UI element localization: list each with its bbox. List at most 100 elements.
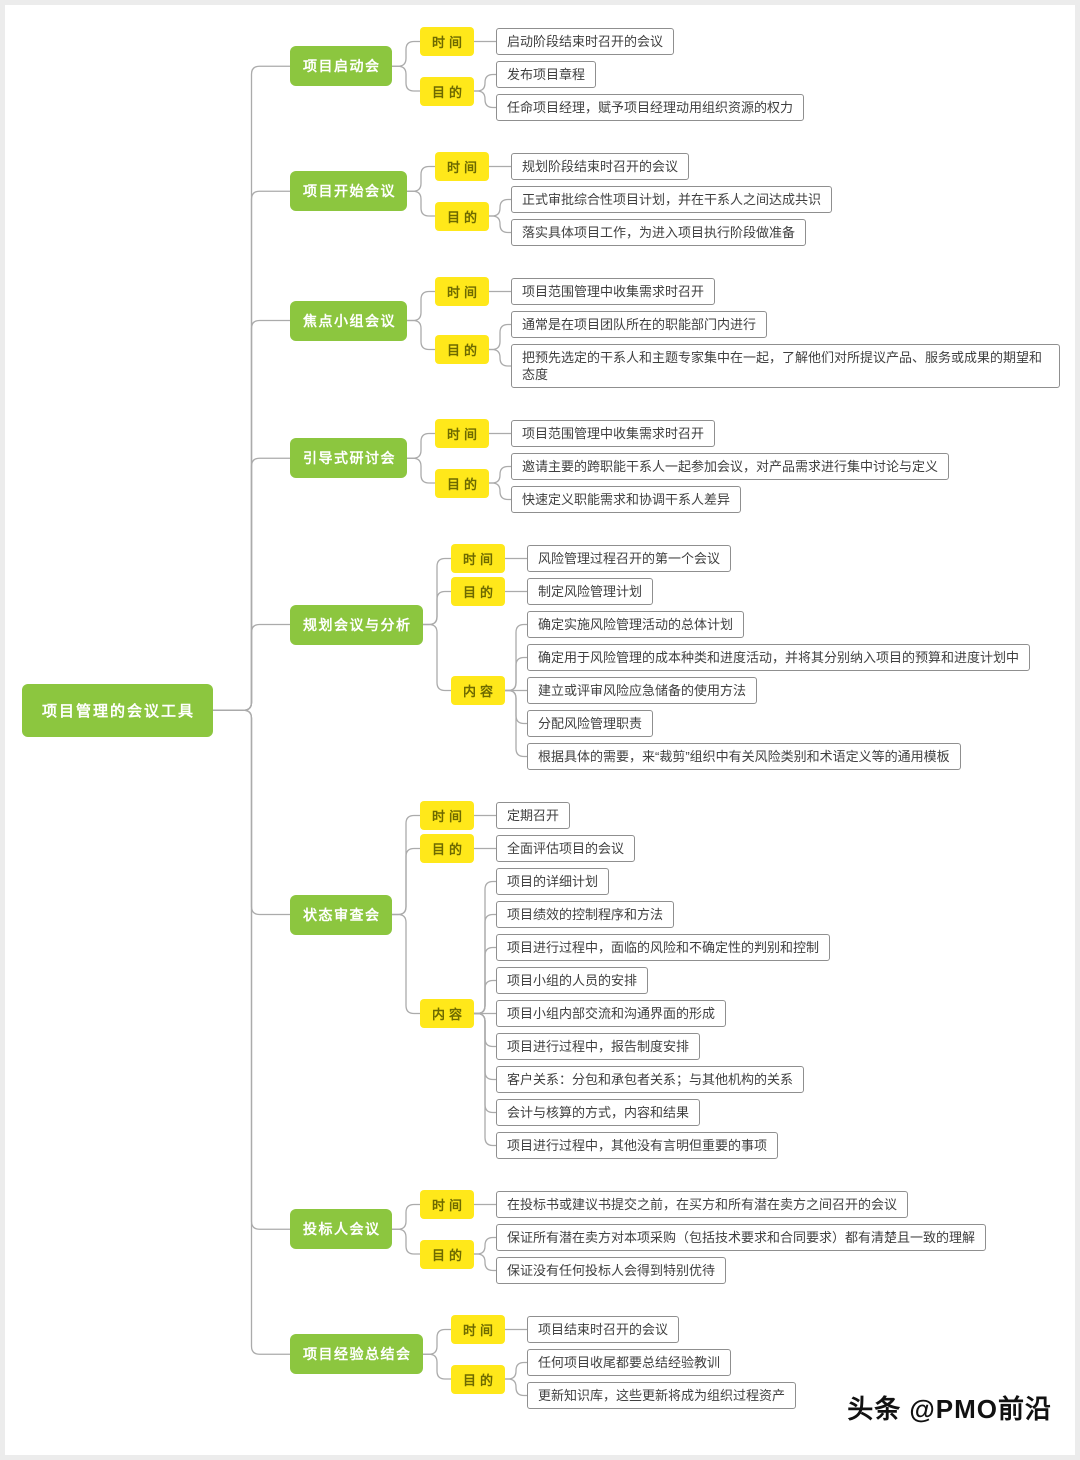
- leaf-node: 项目小组内部交流和沟通界面的形成: [496, 1000, 727, 1027]
- branch-node-project-start-meeting: 项目开始会议: [290, 171, 407, 211]
- leaf-node: 建立或评审风险应急储备的使用方法: [527, 677, 758, 704]
- leaf-node: 确定实施风险管理活动的总体计划: [527, 611, 745, 638]
- connector: [505, 689, 527, 758]
- connector: [407, 165, 435, 192]
- leaf-node: 全面评估项目的会议: [496, 835, 636, 862]
- connector: [489, 465, 511, 484]
- connector: [392, 847, 420, 916]
- group-label-time: 时间: [420, 27, 475, 56]
- connector: [392, 40, 420, 67]
- connector: [489, 482, 511, 501]
- leaf-node: 风险管理过程召开的第一个会议: [527, 545, 732, 572]
- connector: [423, 590, 451, 626]
- group-label-purpose: 目的: [420, 1240, 475, 1269]
- leaf-node: 正式审批综合性项目计划，并在干系人之间达成共识: [511, 186, 833, 213]
- leaf-node: 项目小组的人员的安排: [496, 967, 649, 994]
- connector: [407, 457, 435, 484]
- group-label-time: 时间: [435, 419, 490, 448]
- group-label-time: 时间: [435, 152, 490, 181]
- watermark-credit: 头条 @PMO前沿: [847, 1394, 1052, 1424]
- leaf-node: 项目的详细计划: [496, 868, 610, 895]
- connector: [407, 190, 435, 217]
- leaf-node: 快速定义职能需求和协调干系人差异: [511, 486, 742, 513]
- leaf-node: 落实具体项目工作，为进入项目执行阶段做准备: [511, 219, 807, 246]
- connector: [489, 215, 511, 234]
- group-label-purpose: 目的: [451, 577, 506, 606]
- connector: [392, 1228, 420, 1255]
- leaf-node: 项目结束时召开的会议: [527, 1316, 680, 1343]
- branch-node-project-kickoff: 项目启动会: [290, 46, 392, 86]
- connector: [392, 913, 420, 1015]
- branch-node-facilitated-workshop: 引导式研讨会: [290, 438, 407, 478]
- connector: [213, 623, 290, 711]
- branch-node-bidder-conference: 投标人会议: [290, 1209, 392, 1249]
- leaf-node: 制定风险管理计划: [527, 578, 654, 605]
- leaf-node: 把预先选定的干系人和主题专家集中在一起，了解他们对所提议产品、服务或成果的期望和…: [511, 344, 1060, 388]
- leaf-node: 项目进行过程中，其他没有言明但重要的事项: [496, 1132, 779, 1159]
- connector: [407, 432, 435, 459]
- leaf-node: 通常是在项目团队所在的职能部门内进行: [511, 311, 768, 338]
- branch-node-lessons-learned-meeting: 项目经验总结会: [290, 1334, 423, 1374]
- group-label-purpose: 目的: [435, 469, 490, 498]
- connector: [474, 73, 496, 92]
- connector: [474, 1253, 496, 1272]
- leaf-node: 保证没有任何投标人会得到特别优待: [496, 1257, 727, 1284]
- connector: [505, 656, 527, 692]
- connector: [474, 1236, 496, 1255]
- leaf-node: 客户关系：分包和承包者关系；与其他机构的关系: [496, 1066, 805, 1093]
- connector: [392, 1203, 420, 1230]
- group-label-time: 时间: [451, 1315, 506, 1344]
- group-label-purpose: 目的: [451, 1365, 506, 1394]
- connector: [423, 1353, 451, 1380]
- group-label-time: 时间: [451, 544, 506, 573]
- leaf-node: 更新知识库，这些更新将成为组织过程资产: [527, 1382, 797, 1409]
- leaf-node: 分配风险管理职责: [527, 710, 654, 737]
- connector: [423, 623, 451, 692]
- leaf-node: 项目范围管理中收集需求时召开: [511, 420, 716, 447]
- connector: [407, 319, 435, 351]
- group-label-purpose: 目的: [420, 77, 475, 106]
- group-label-time: 时间: [420, 1190, 475, 1219]
- leaf-node: 项目范围管理中收集需求时召开: [511, 278, 716, 305]
- connector: [407, 290, 435, 322]
- leaf-node: 项目进行过程中，报告制度安排: [496, 1033, 701, 1060]
- connector: [474, 1012, 496, 1147]
- group-label-purpose: 目的: [420, 834, 475, 863]
- group-label-time: 时间: [435, 277, 490, 306]
- connector: [505, 1361, 527, 1380]
- branch-node-status-review-meeting: 状态审查会: [290, 895, 392, 935]
- connector: [505, 1378, 527, 1397]
- group-label-purpose: 目的: [435, 335, 490, 364]
- leaf-node: 发布项目章程: [496, 61, 597, 88]
- leaf-node: 项目进行过程中，面临的风险和不确定性的判别和控制: [496, 934, 831, 961]
- connector: [489, 323, 511, 351]
- leaf-node: 任何项目收尾都要总结经验教训: [527, 1349, 732, 1376]
- group-label-content: 内容: [451, 676, 506, 705]
- leaf-node: 会计与核算的方式，内容和结果: [496, 1099, 701, 1126]
- branch-node-planning-meeting-analysis: 规划会议与分析: [290, 605, 423, 645]
- branch-node-focus-group-meeting: 焦点小组会议: [290, 301, 407, 341]
- connector: [474, 90, 496, 109]
- group-label-content: 内容: [420, 999, 475, 1028]
- leaf-node: 启动阶段结束时召开的会议: [496, 28, 675, 55]
- group-label-time: 时间: [420, 801, 475, 830]
- leaf-node: 任命项目经理，赋予项目经理动用组织资源的权力: [496, 94, 805, 121]
- leaf-node: 邀请主要的跨职能干系人一起参加会议，对产品需求进行集中讨论与定义: [511, 453, 950, 480]
- connector: [423, 1328, 451, 1355]
- leaf-node: 根据具体的需要，来“裁剪”组织中有关风险类别和术语定义等的通用模板: [527, 743, 961, 770]
- connector: [489, 198, 511, 217]
- leaf-node: 保证所有潜在卖方对本项采购（包括技术要求和合同要求）都有清楚且一致的理解: [496, 1224, 987, 1251]
- leaf-node: 项目绩效的控制程序和方法: [496, 901, 675, 928]
- leaf-node: 规划阶段结束时召开的会议: [511, 153, 690, 180]
- connector: [474, 979, 496, 1015]
- connector: [392, 65, 420, 92]
- group-label-purpose: 目的: [435, 202, 490, 231]
- connector: [213, 709, 290, 1355]
- leaf-node: 定期召开: [496, 802, 571, 829]
- leaf-node: 在投标书或建议书提交之前，在买方和所有潜在卖方之间召开的会议: [496, 1191, 909, 1218]
- connector: [489, 348, 511, 367]
- root-node: 项目管理的会议工具: [22, 684, 214, 737]
